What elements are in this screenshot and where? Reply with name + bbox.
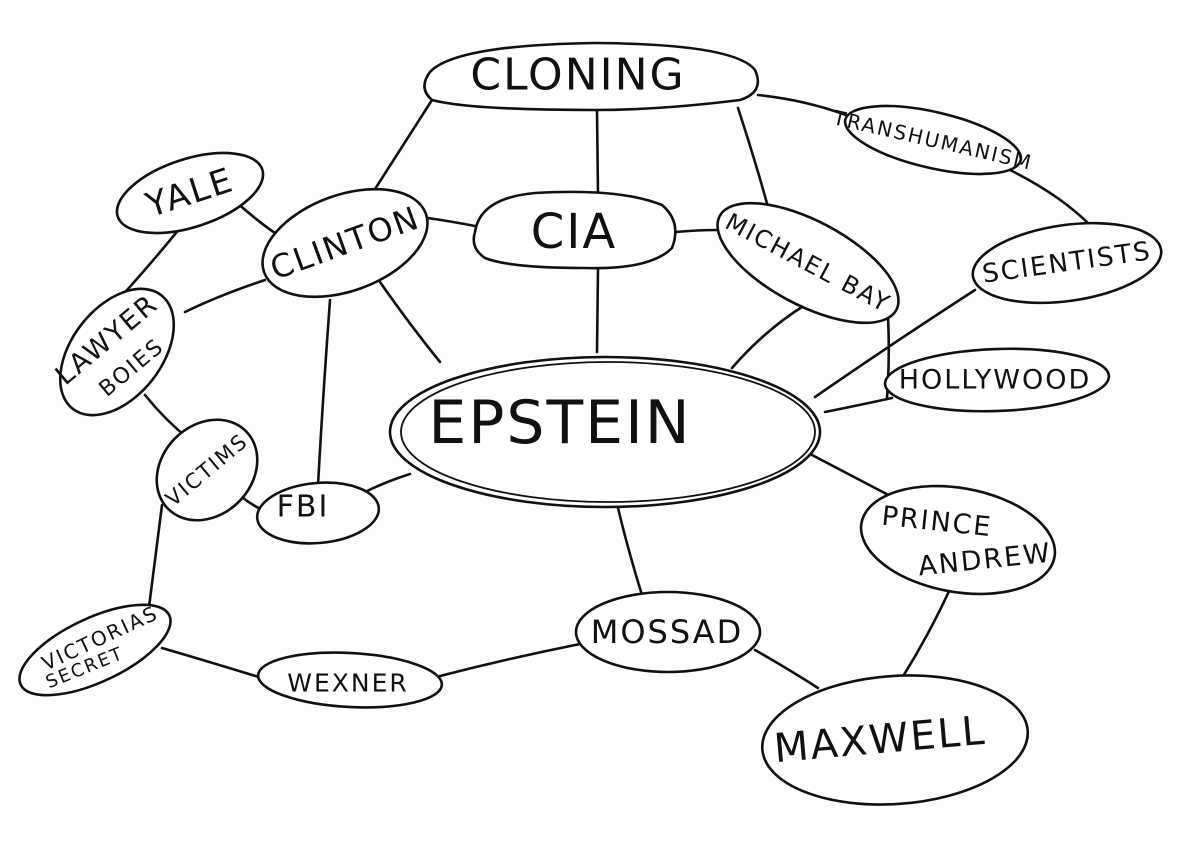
node-michael-bay-shape — [716, 201, 900, 325]
node-clinton-shape — [261, 187, 429, 299]
edge-hollywood-epstein — [823, 396, 894, 414]
node-wexner-label: WEXNER — [287, 669, 409, 698]
node-mossad[interactable]: MOSSAD — [574, 590, 762, 674]
node-wexner-shape — [256, 651, 444, 709]
node-cia-shape — [472, 190, 677, 270]
node-epstein-label: EPSTEIN — [428, 388, 691, 458]
edge-wexner-mossad — [438, 642, 582, 678]
node-yale-shape — [115, 151, 265, 235]
node-fbi-label: FBI — [277, 490, 330, 525]
node-wexner[interactable]: WEXNER — [256, 648, 444, 712]
node-cloning-label: CLONING — [470, 50, 685, 101]
node-victims-shape — [155, 418, 259, 522]
node-scientists-shape — [971, 221, 1163, 305]
edge-cloning-michael-bay — [736, 106, 770, 209]
node-clinton[interactable]: CLINTON — [248, 168, 442, 317]
edge-prince-andrew-maxwell — [900, 576, 957, 680]
node-victims[interactable]: VICTIMS — [136, 399, 277, 540]
node-hollywood-label: HOLLYWOOD — [899, 365, 1092, 396]
node-hollywood[interactable]: HOLLYWOOD — [883, 345, 1111, 415]
node-epstein[interactable]: EPSTEIN — [388, 355, 822, 509]
node-epstein-shape — [388, 355, 822, 509]
edge-epstein-mossad — [616, 506, 644, 597]
node-prince-andrew[interactable]: PRINCE ANDREW — [852, 472, 1063, 608]
node-yale[interactable]: YALE — [107, 137, 273, 249]
edge-cia-epstein — [595, 266, 600, 354]
edge-clinton-lawyer — [183, 278, 267, 314]
node-cloning[interactable]: CLONING — [423, 41, 760, 112]
edge-victorias-secret-wexner — [160, 646, 264, 680]
edge-epstein-prince-andrew — [810, 453, 900, 502]
node-mossad-label: MOSSAD — [591, 613, 744, 651]
edge-clinton-cia — [426, 216, 482, 229]
node-fbi[interactable]: FBI — [255, 478, 382, 548]
node-victorias-secret[interactable]: VICTORIAS SECRET — [7, 586, 183, 713]
node-michael-bay[interactable]: MICHAEL BAY — [700, 179, 916, 347]
edge-scientists-epstein — [813, 288, 977, 399]
node-maxwell[interactable]: MAXWELL — [758, 667, 1032, 813]
node-fbi-shape — [255, 481, 381, 545]
node-lawyer-boies[interactable]: LAWYER BOIES — [37, 268, 197, 437]
nodes: CLONING TRANSHUMANISM YALE CLINTON CIA M… — [7, 41, 1167, 813]
node-cloning-shape — [423, 41, 760, 112]
edge-mossad-maxwell — [753, 648, 820, 690]
node-hollywood-shape — [883, 347, 1111, 413]
node-victorias-secret-shape — [18, 603, 172, 697]
edge-victims-victorias-secret — [146, 503, 164, 617]
node-lawyer-boies-shape — [58, 287, 176, 417]
edge-cloning-transhumanism — [756, 93, 848, 117]
edge-clinton-fbi — [316, 298, 332, 487]
node-cia[interactable]: CIA — [472, 190, 677, 270]
node-mossad-shape — [574, 590, 762, 674]
edge-clinton-epstein — [378, 280, 442, 364]
edge-fbi-epstein — [363, 472, 412, 494]
node-transhumanism[interactable]: TRANSHUMANISM — [830, 92, 1035, 187]
edge-transhumanism-scientists — [1008, 168, 1092, 227]
edge-cia-michael-bay — [674, 228, 720, 234]
edge-cloning-clinton — [366, 98, 434, 202]
node-cia-label: CIA — [531, 204, 618, 260]
node-maxwell-shape — [760, 674, 1030, 806]
edge-michael-bay-epstein — [730, 303, 807, 370]
node-scientists[interactable]: SCIENTISTS — [968, 212, 1167, 314]
edge-cloning-cia — [595, 108, 600, 197]
node-prince-andrew-shape — [859, 484, 1057, 596]
node-transhumanism-shape — [843, 104, 1023, 176]
node-epstein-outline — [400, 361, 816, 503]
